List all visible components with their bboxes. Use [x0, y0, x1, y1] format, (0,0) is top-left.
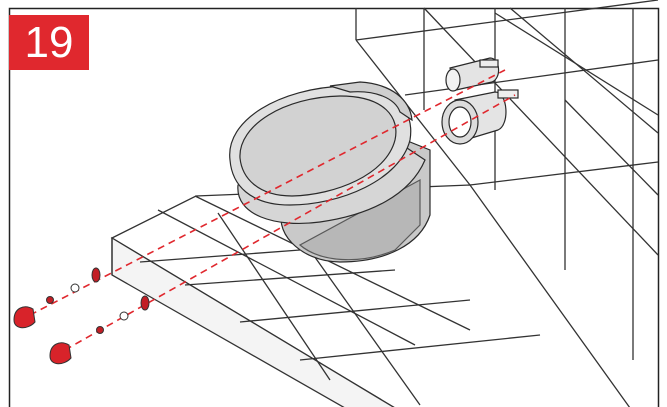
fastener-set-upper — [13, 267, 101, 329]
bolt-cap-icon — [13, 306, 36, 329]
drain-pipe-icon — [441, 57, 519, 145]
floor-tile-joints — [139, 195, 541, 406]
step-number: 19 — [24, 18, 74, 67]
assembly-guide-lines — [29, 69, 516, 351]
back-wall — [355, 0, 659, 360]
bolt-cap-icon — [49, 342, 72, 365]
step-number-badge — [9, 15, 89, 70]
wall-hung-toilet-icon — [229, 81, 431, 263]
fastener-set-lower — [49, 295, 150, 365]
floor-platform — [110, 184, 631, 407]
